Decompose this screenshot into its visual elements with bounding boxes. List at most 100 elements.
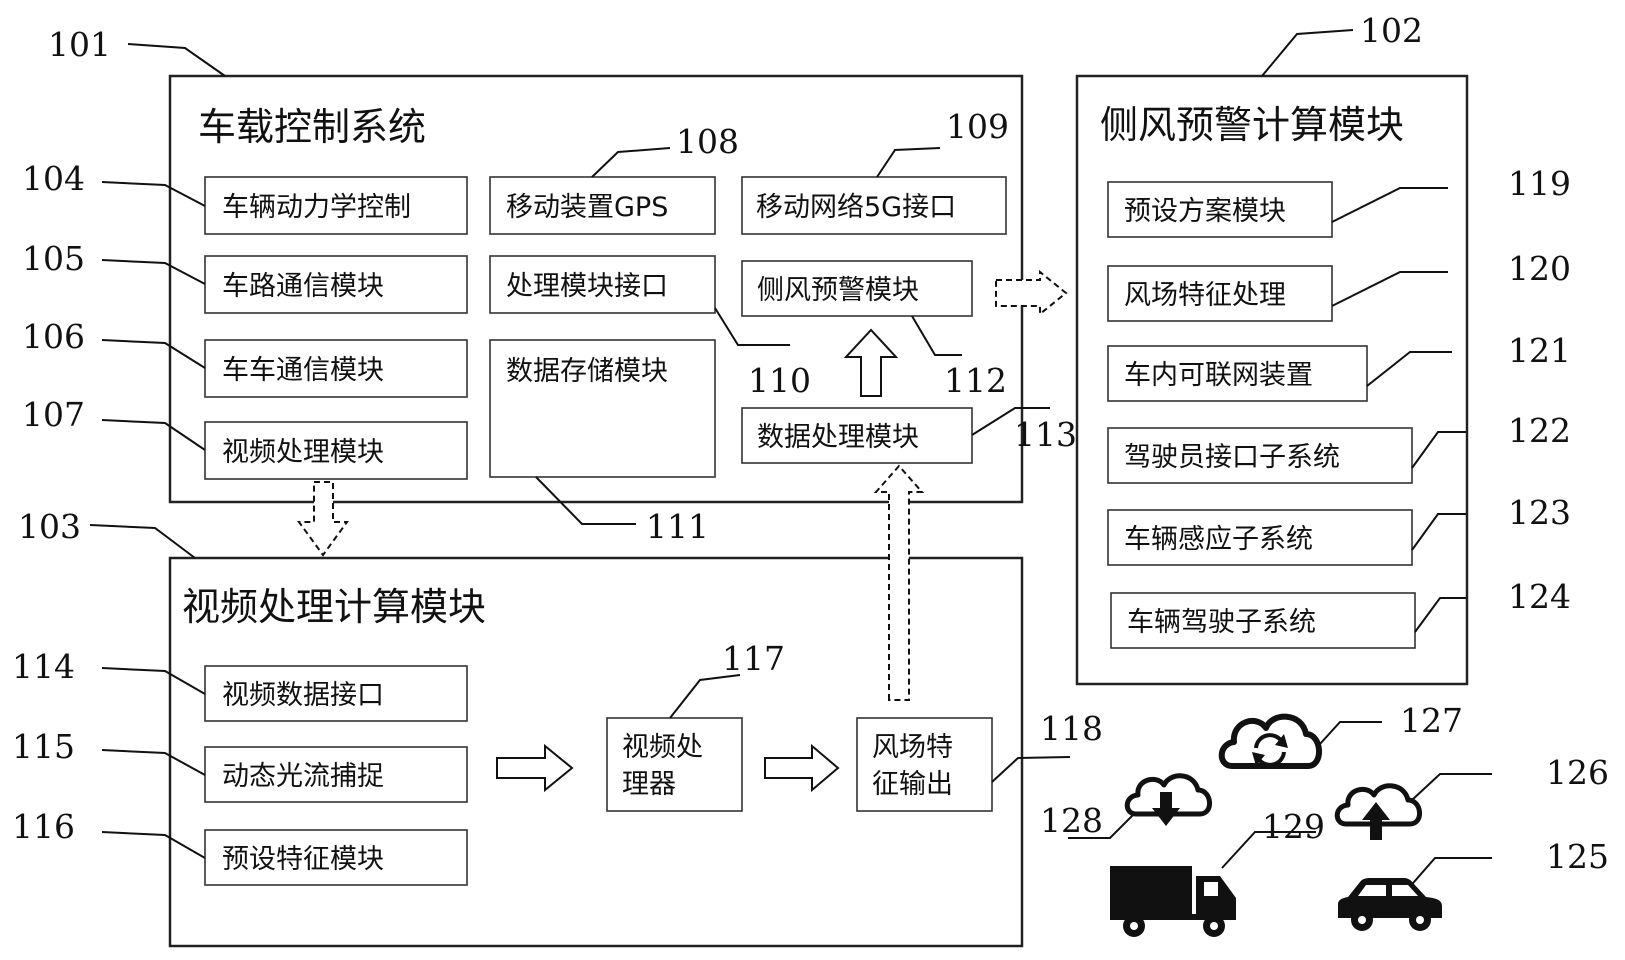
module-120-label: 风场特征处理	[1124, 280, 1286, 311]
module-121-box	[1107, 345, 1368, 402]
module-115-box	[204, 746, 468, 803]
module-118-label-line2: 征输出	[872, 769, 953, 800]
ref-128: 128	[1040, 801, 1103, 840]
leader-108	[591, 147, 671, 178]
leader-128	[1068, 809, 1139, 839]
module-107-label: 视频处理模块	[222, 437, 384, 468]
leader-104	[101, 181, 206, 207]
leader-118	[991, 756, 1071, 783]
crosswind-warning-compute-title: 侧风预警计算模块	[1100, 103, 1404, 147]
module-122-box	[1107, 427, 1413, 484]
ref-109: 109	[946, 107, 1009, 146]
module-104-label: 车辆动力学控制	[222, 192, 411, 223]
module-114-label: 视频数据接口	[222, 680, 384, 711]
truck-icon	[1110, 866, 1236, 937]
leader-123	[1411, 513, 1466, 551]
arrow-modules-to-117	[496, 743, 574, 793]
ref-101: 101	[48, 25, 111, 64]
leader-110	[714, 307, 790, 346]
leader-102	[1261, 29, 1354, 77]
module-122-label: 驾驶员接口子系统	[1124, 442, 1340, 473]
dashed-arrow-107-to-video-compute	[297, 481, 349, 557]
module-117-label-line1: 视频处	[622, 732, 703, 763]
ref-112: 112	[944, 361, 1007, 400]
ref-111: 111	[646, 507, 709, 546]
vehicle-control-system-title: 车载控制系统	[198, 105, 426, 149]
leader-112	[911, 315, 962, 356]
module-112-label: 侧风预警模块	[757, 275, 919, 306]
leader-116	[101, 831, 206, 859]
ref-114: 114	[12, 647, 75, 686]
ref-126: 126	[1546, 753, 1609, 792]
module-104-box	[204, 176, 468, 235]
leader-126	[1411, 773, 1492, 801]
ref-122: 122	[1508, 411, 1571, 450]
module-113-box	[741, 407, 973, 464]
ref-108: 108	[676, 122, 739, 161]
module-124-label: 车辆驾驶子系统	[1127, 607, 1316, 638]
module-114-box	[204, 665, 468, 722]
ref-107: 107	[22, 395, 85, 434]
leader-120	[1331, 271, 1448, 307]
ref-102: 102	[1360, 11, 1423, 50]
arrow-117-to-118	[764, 743, 840, 793]
dashed-arrow-112-to-crosswind-compute	[995, 269, 1068, 317]
ref-121: 121	[1508, 331, 1571, 370]
car-icon	[1338, 878, 1442, 931]
module-109-box	[741, 176, 1007, 235]
leader-111	[535, 476, 636, 525]
module-121-label: 车内可联网装置	[1124, 360, 1313, 391]
ref-103: 103	[18, 507, 81, 546]
module-111-label: 数据存储模块	[506, 356, 668, 387]
module-119-box	[1107, 181, 1333, 238]
ref-118: 118	[1040, 709, 1103, 748]
ref-113: 113	[1014, 415, 1077, 454]
ref-105: 105	[22, 239, 85, 278]
ref-129: 129	[1262, 807, 1325, 846]
dashed-arrow-118-to-113	[873, 464, 925, 701]
module-107-box	[204, 421, 468, 480]
ref-120: 120	[1508, 249, 1571, 288]
leader-lines	[89, 29, 1492, 899]
ref-116: 116	[12, 807, 75, 846]
ref-119: 119	[1508, 164, 1571, 203]
leader-115	[101, 749, 206, 776]
ref-127: 127	[1400, 701, 1463, 740]
module-112-box	[741, 260, 973, 317]
module-117-label-line2: 理器	[622, 769, 676, 800]
leader-117	[669, 674, 741, 719]
ref-106: 106	[22, 317, 85, 356]
module-106-box	[204, 339, 468, 398]
cloud-download-icon	[1124, 773, 1212, 826]
ref-115: 115	[12, 727, 75, 766]
leader-124	[1414, 597, 1466, 633]
ref-117: 117	[722, 639, 785, 678]
leader-119	[1331, 187, 1448, 223]
module-123-label: 车辆感应子系统	[1124, 524, 1313, 555]
leader-106	[101, 339, 206, 369]
ref-123: 123	[1508, 493, 1571, 532]
ref-110: 110	[748, 361, 811, 400]
cloud-upload-icon	[1334, 783, 1422, 840]
module-117-box	[606, 717, 743, 812]
cloud-sync-icon	[1218, 713, 1323, 769]
ref-124: 124	[1508, 577, 1571, 616]
leader-101	[127, 43, 226, 77]
module-113-label: 数据处理模块	[757, 422, 919, 453]
module-110-label: 处理模块接口	[506, 271, 668, 302]
module-110-box	[489, 255, 716, 314]
leader-114	[101, 667, 206, 695]
module-123-box	[1107, 509, 1413, 566]
ref-104: 104	[22, 159, 85, 198]
leader-107	[101, 419, 206, 451]
module-118-box	[856, 717, 993, 812]
module-105-label: 车路通信模块	[222, 271, 384, 302]
leader-105	[101, 259, 206, 285]
module-111-box	[489, 339, 716, 478]
module-119-label: 预设方案模块	[1124, 196, 1286, 227]
module-109-label: 移动网络5G接口	[756, 192, 956, 223]
leader-109	[876, 147, 941, 178]
module-124-box	[1110, 592, 1416, 649]
module-106-label: 车车通信模块	[222, 355, 384, 386]
